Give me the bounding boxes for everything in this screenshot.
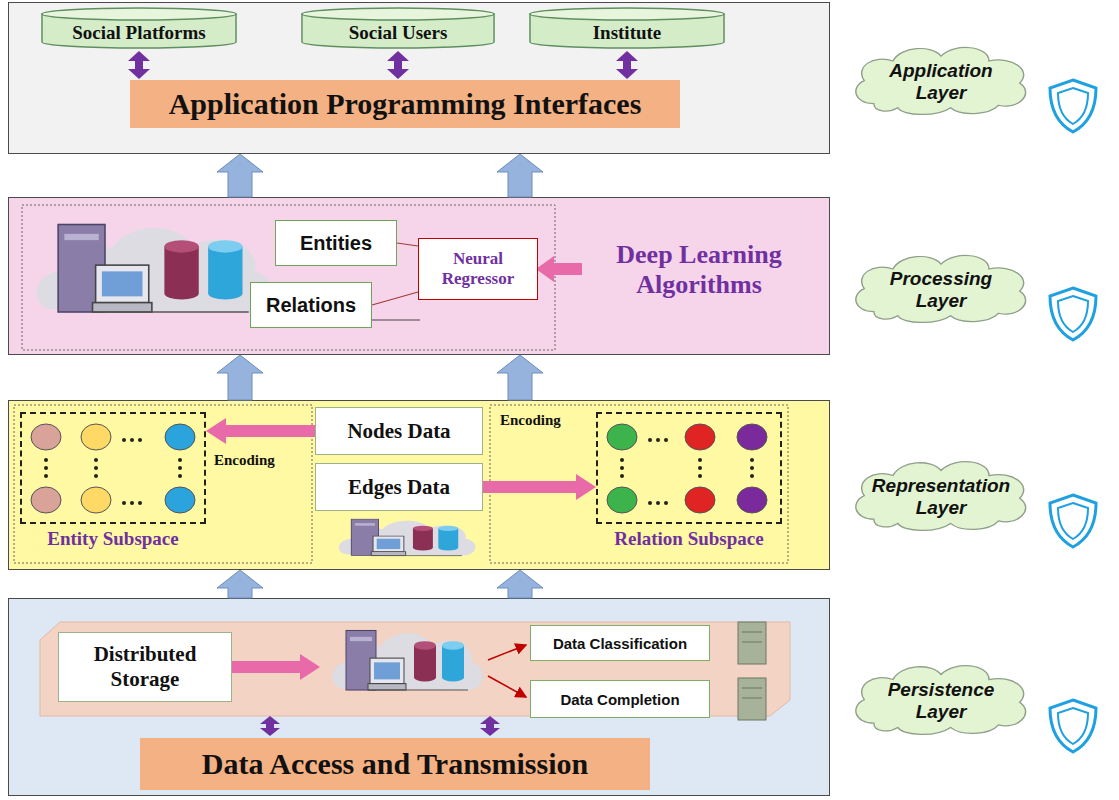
node-label: Entity Subspace bbox=[47, 528, 178, 550]
node-label: Nodes Data bbox=[347, 419, 450, 444]
entity-box: Entities bbox=[275, 220, 397, 266]
flow-arrow bbox=[217, 154, 263, 197]
node-label: Social Platforms bbox=[72, 22, 206, 44]
storage-box: Distributed Storage bbox=[58, 632, 232, 702]
panel-heading: Deep Learning Algorithms bbox=[584, 240, 814, 300]
layer-cloud: Processing Layer bbox=[845, 246, 1037, 328]
database-cylinder: Social Users bbox=[300, 6, 496, 50]
subspace-box: Entity Subspace bbox=[20, 412, 206, 524]
node-label: Data Classification bbox=[553, 635, 687, 652]
node-label: Entities bbox=[300, 232, 372, 255]
regressor-box: Neural Regressor bbox=[418, 238, 538, 300]
node-label: Relation Subspace bbox=[614, 528, 763, 550]
interface-bar: Data Access and Transmission bbox=[140, 738, 650, 790]
flow-arrow bbox=[217, 355, 263, 400]
interface-bar: Application Programming Interfaces bbox=[130, 80, 680, 128]
layer-name: Application Layer bbox=[866, 60, 1016, 104]
layer-cloud: Application Layer bbox=[845, 38, 1037, 120]
data-box: Nodes Data bbox=[315, 407, 483, 455]
flow-arrow bbox=[497, 355, 543, 400]
node-label: Relations bbox=[266, 294, 356, 317]
flow-arrow bbox=[497, 570, 543, 598]
relation-box: Relations bbox=[250, 282, 372, 328]
node-label: Institute bbox=[593, 22, 662, 44]
layer-cloud: Representation Layer bbox=[845, 452, 1037, 536]
flow-arrow bbox=[497, 154, 543, 197]
data-box: Edges Data bbox=[315, 463, 483, 511]
node-label: Data Completion bbox=[560, 691, 679, 708]
database-cylinder: Social Platforms bbox=[40, 6, 238, 50]
node-label: Application Programming Interfaces bbox=[169, 87, 642, 121]
layer-name: Processing Layer bbox=[866, 268, 1016, 312]
process-box: Data Completion bbox=[530, 680, 710, 718]
subspace-box: Relation Subspace bbox=[596, 412, 782, 524]
database-cylinder: Institute bbox=[528, 6, 726, 50]
layer-name: Representation Layer bbox=[866, 475, 1016, 519]
edge-note: Encoding bbox=[214, 452, 275, 469]
edge-note: Encoding bbox=[500, 412, 561, 429]
layer-name: Persistence Layer bbox=[866, 679, 1016, 723]
node-label: Edges Data bbox=[348, 475, 450, 500]
node-label: Social Users bbox=[349, 22, 448, 44]
node-label: Neural Regressor bbox=[425, 249, 531, 289]
flow-arrow bbox=[217, 570, 263, 598]
node-label: Distributed Storage bbox=[65, 642, 225, 692]
layer-cloud: Persistence Layer bbox=[845, 656, 1037, 740]
layer-panel: Social Platforms Social Users InstituteApp… bbox=[8, 2, 830, 154]
node-label: Data Access and Transmission bbox=[202, 747, 588, 781]
process-box: Data Classification bbox=[530, 625, 710, 661]
